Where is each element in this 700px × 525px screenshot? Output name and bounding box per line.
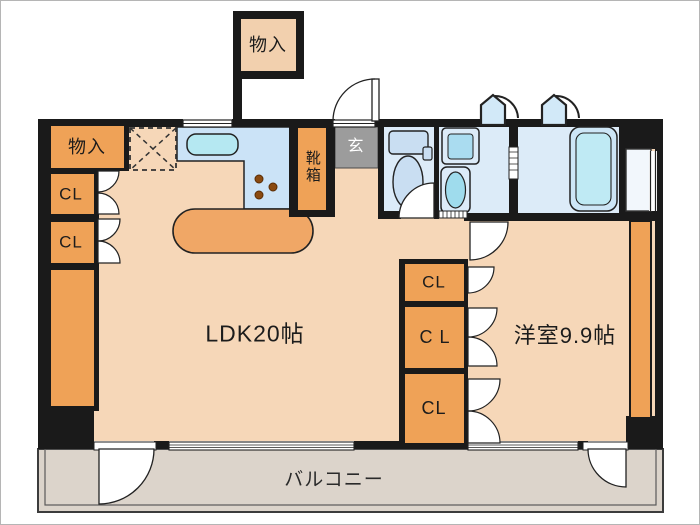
closet-mid-1-box [405, 264, 464, 301]
label-storage-left: 物入 [68, 137, 106, 157]
casement-window [479, 93, 507, 127]
wall [154, 441, 169, 449]
wall [354, 441, 408, 449]
right-window [649, 151, 657, 211]
closet-left-2-door [97, 240, 121, 264]
closet-mid-1-door [467, 266, 495, 294]
wall [289, 119, 297, 217]
right-orange-pillar [629, 220, 652, 419]
bathroom-folding-door [508, 146, 519, 180]
washroom-folding-door [438, 210, 468, 219]
balcony-door-right [587, 448, 627, 488]
balcony-door-left [98, 448, 155, 505]
label-balcony: バルコニー [284, 469, 384, 491]
label-closet-mid-2: C L [419, 327, 451, 347]
wall [232, 119, 333, 127]
closet-mid-3-door [467, 410, 501, 444]
stove-burner-icon [254, 190, 264, 200]
stove-burner-icon [268, 182, 278, 192]
entrance-floor [334, 126, 379, 169]
label-closet-mid-3: CL [421, 398, 447, 418]
closet-mid-2-door [467, 336, 498, 367]
closet-mid-2-box [405, 307, 464, 368]
wall [434, 119, 439, 219]
kitchen-sink [186, 133, 239, 156]
bathroom-folding-door-ticks [509, 151, 518, 171]
left-orange-pillar [51, 270, 94, 406]
washroom-folding-door-ticks [442, 211, 464, 218]
closet-left-1-door [97, 192, 120, 215]
balcony-window-left [168, 441, 355, 451]
washbasin-bowl [444, 171, 467, 209]
washing-machine-drum [447, 133, 474, 160]
label-storage-top: 物入 [249, 35, 287, 55]
label-western-room: 洋室9.9帖 [513, 323, 617, 348]
western-room-door [469, 221, 509, 261]
wall [619, 119, 626, 213]
wall-corner [38, 407, 94, 449]
storage-top-connector-wall [233, 79, 242, 121]
closet-mid-3-box [405, 374, 464, 443]
toilet-tank [388, 130, 429, 155]
wall [378, 119, 384, 219]
closet-left-2-box [51, 222, 94, 263]
toilet-door [398, 182, 435, 219]
label-closet-left-1: CL [59, 184, 83, 204]
label-closet-mid-1: CL [422, 272, 446, 292]
wall-corner [626, 416, 663, 449]
wall [378, 211, 401, 219]
wall [464, 213, 626, 221]
refrigerator-space-x [129, 127, 177, 171]
label-entrance: 玄 [347, 138, 365, 155]
wall-right [655, 119, 663, 449]
casement-window-swing [494, 94, 519, 119]
balcony-window-right [467, 441, 579, 451]
storage-top-interior [241, 19, 296, 71]
label-closet-left-2: CL [59, 232, 83, 252]
stove-burner-icon [254, 174, 264, 184]
label-ldk: LDK20帖 [205, 320, 305, 347]
bathtub-inner [575, 132, 612, 206]
entrance-door-leaf [371, 78, 380, 122]
kitchen-island-counter [172, 208, 314, 254]
label-shoe-cabinet: 靴箱 [303, 150, 321, 184]
casement-window [540, 93, 568, 127]
wall [626, 211, 663, 221]
closet-left-1-door [97, 170, 120, 193]
wall [327, 119, 335, 217]
storage-left-box [51, 126, 124, 168]
toilet-flush-handle [422, 146, 433, 161]
casement-window-swing [555, 94, 580, 119]
shoe-cabinet-box [298, 128, 326, 210]
pipe-space [625, 148, 652, 212]
closet-left-1-box [51, 174, 94, 214]
wall-left [38, 119, 46, 449]
entrance-door-swing [332, 78, 376, 122]
